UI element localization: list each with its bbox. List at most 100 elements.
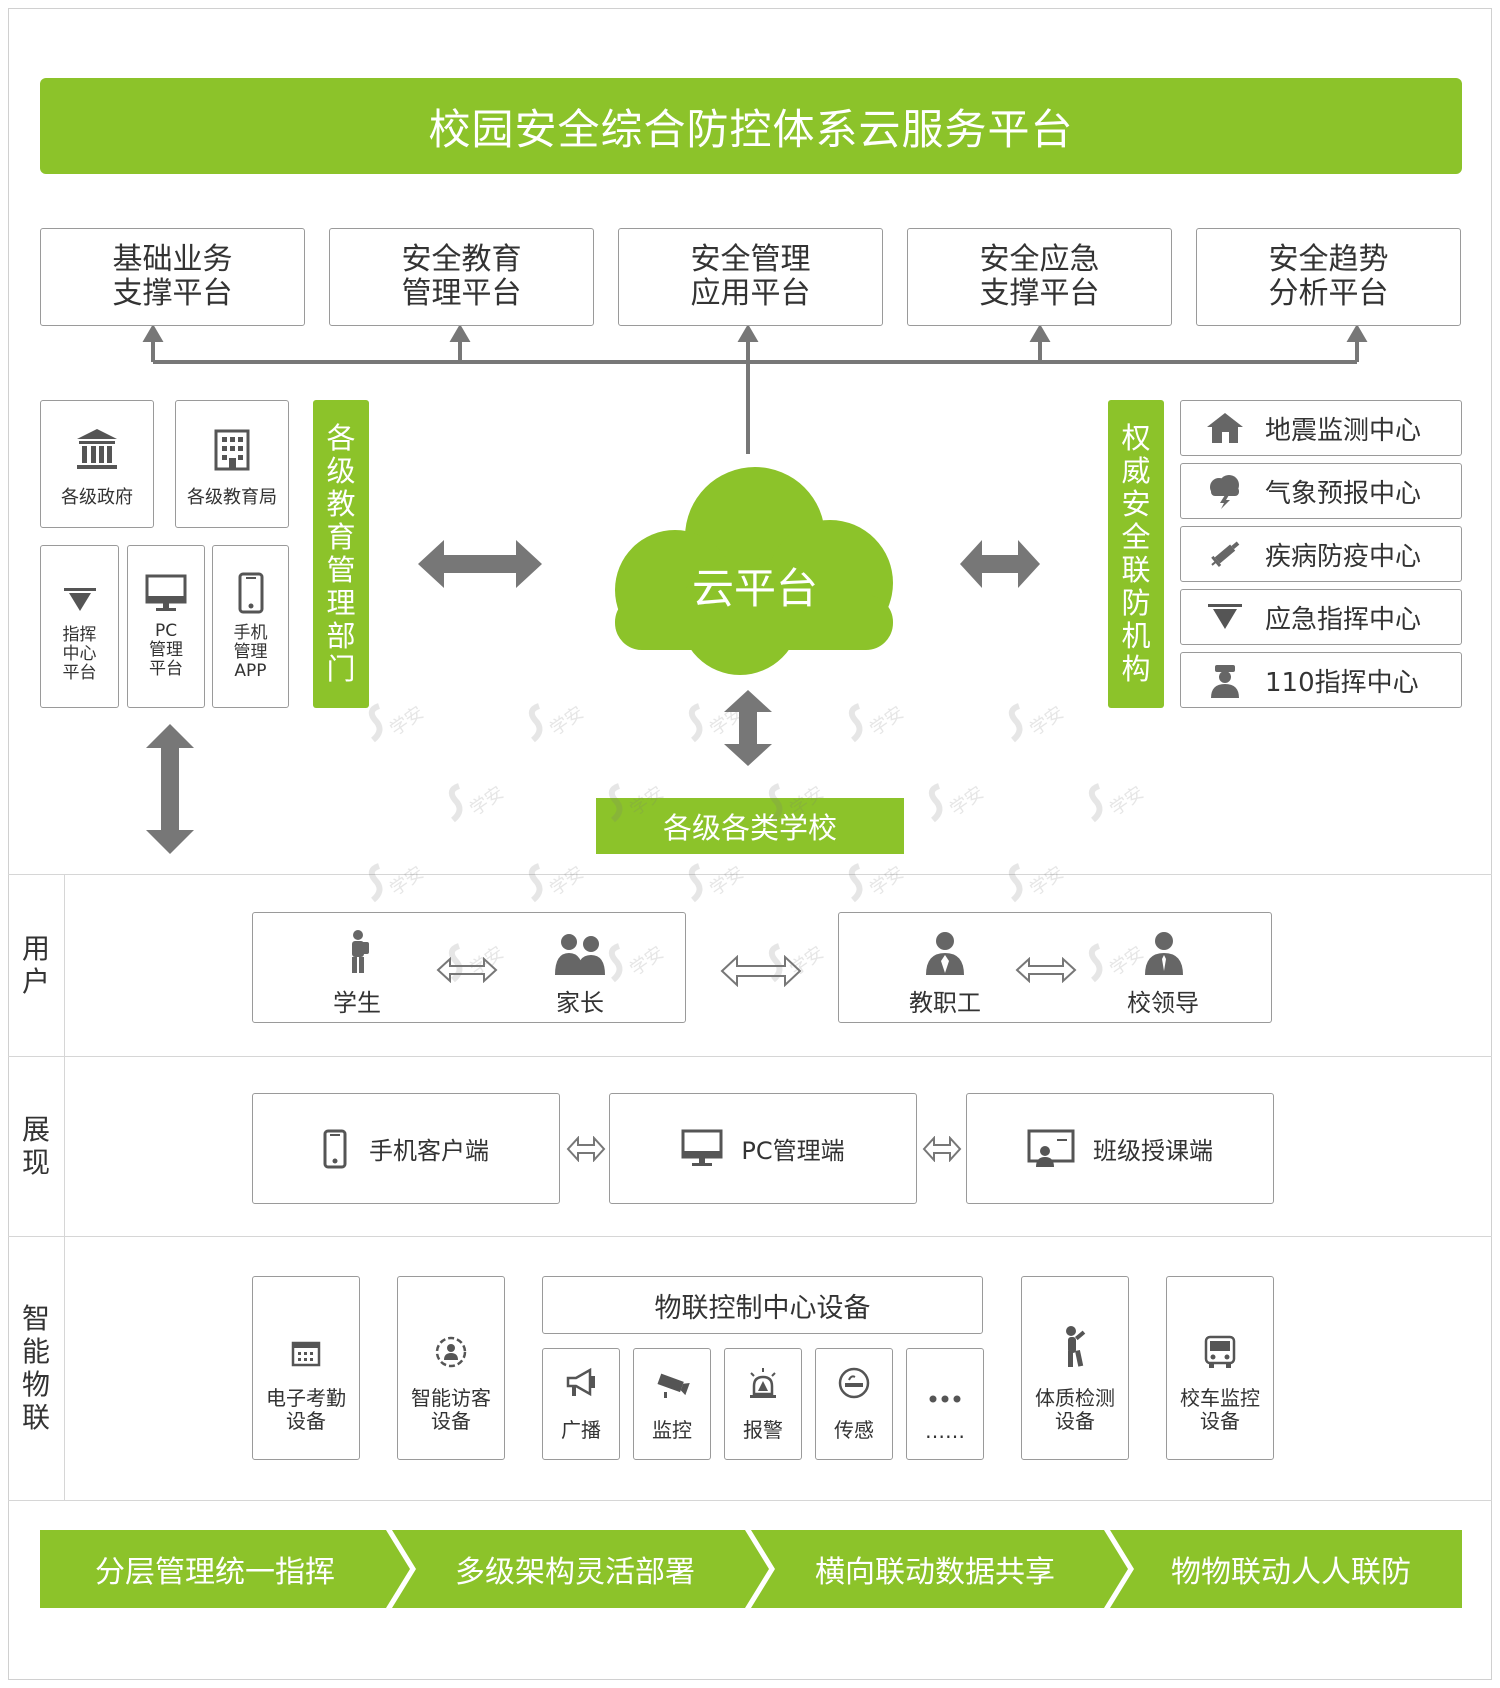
- camera-label: 监控: [652, 1418, 692, 1442]
- broadcast-label: 广播: [561, 1418, 601, 1442]
- agency-label: 110指挥中心: [1265, 667, 1419, 698]
- platform-line1: 安全趋势: [1268, 242, 1389, 277]
- bus-icon: [1202, 1335, 1238, 1369]
- double-arrow-outline: [922, 1136, 962, 1162]
- platform-line1: 安全应急: [979, 242, 1100, 277]
- platform-connector-lines: [142, 326, 1368, 454]
- side-divider: [64, 874, 65, 1500]
- vertical-char: 安: [1121, 487, 1151, 521]
- platform-line1: 安全教育: [401, 242, 522, 277]
- sensor-label: 传感: [834, 1418, 874, 1442]
- vertical-char: 级: [326, 454, 356, 488]
- layer-label-iot: 智 能 物 联: [8, 1236, 64, 1500]
- fitness-device-box: 体质检测 设备: [1021, 1276, 1129, 1460]
- edu-bureau-label: 各级教育局: [187, 487, 277, 508]
- double-arrow-outline: [436, 957, 498, 983]
- monitor-icon: [681, 1129, 723, 1169]
- student-icon: [341, 929, 373, 975]
- visitor-device-box: 智能访客 设备: [397, 1276, 505, 1460]
- vertical-char: 用: [21, 932, 50, 965]
- staff-label: 教职工: [909, 989, 981, 1017]
- pc-line: PC: [154, 621, 178, 641]
- classroom-client-box: 班级授课端: [966, 1093, 1274, 1204]
- platform-emergency: 安全应急 支撑平台: [907, 228, 1172, 326]
- cloud-shape: [615, 467, 893, 675]
- vertical-char: 展: [21, 1113, 50, 1146]
- vertical-char: 物: [21, 1368, 50, 1401]
- more-label: ……: [925, 1419, 965, 1443]
- mobile-label: 手机 管理 APP: [213, 624, 288, 681]
- visitor-label: 智能访客 设备: [411, 1387, 491, 1433]
- agency-label: 地震监测中心: [1265, 415, 1422, 446]
- bus-device-box: 校车监控 设备: [1166, 1276, 1274, 1460]
- camera-device: 监控: [633, 1348, 711, 1460]
- label-line: 电子考勤: [266, 1386, 346, 1410]
- edu-dept-label: 各 级 教 育 管 理 部 门: [313, 400, 369, 708]
- platform-line2: 应用平台: [690, 276, 811, 311]
- parent-label: 家长: [556, 989, 604, 1017]
- staff-leaders-box: 教职工 校领导: [838, 912, 1272, 1023]
- command-label: 指挥 中心 平台: [41, 626, 118, 683]
- command-line: 指挥: [62, 625, 97, 645]
- arrow-left-panel-users: [146, 724, 194, 854]
- funnel-icon: [1203, 597, 1247, 637]
- sensor-device: 传感: [815, 1348, 893, 1460]
- diagram-frame: [8, 8, 1492, 1680]
- cloud-label: 云平台: [691, 563, 818, 613]
- footer-item-2: 多级架构灵活部署: [455, 1555, 695, 1590]
- mobile-line: 手机: [233, 623, 268, 643]
- command-line: 平台: [62, 663, 97, 683]
- pc-label: PC 管理 平台: [128, 622, 204, 679]
- parents-icon: [553, 933, 607, 975]
- more-devices: ……: [906, 1348, 984, 1460]
- vertical-char: 育: [326, 520, 356, 554]
- vertical-char: 权: [1121, 421, 1151, 455]
- platform-line2: 管理平台: [401, 276, 522, 311]
- attendance-label: 电子考勤 设备: [266, 1387, 346, 1433]
- agencies-label: 权 威 安 全 联 防 机 构: [1108, 400, 1164, 708]
- footer-item-1: 分层管理统一指挥: [95, 1555, 335, 1590]
- vertical-char: 机: [1121, 619, 1151, 653]
- diagram-title: 校园安全综合防控体系云服务平台: [40, 78, 1462, 174]
- layer-divider: [8, 1056, 1492, 1057]
- student-label: 学生: [333, 989, 381, 1017]
- double-arrow-outline: [720, 955, 802, 987]
- fitness-icon: [1061, 1325, 1089, 1369]
- double-arrow-outline: [566, 1136, 606, 1162]
- vertical-char: 全: [1121, 520, 1151, 554]
- agency-earthquake: 地震监测中心: [1180, 400, 1462, 456]
- platform-education: 安全教育 管理平台: [329, 228, 594, 326]
- fitness-label: 体质检测 设备: [1035, 1387, 1115, 1433]
- pc-platform-box: PC 管理 平台: [127, 545, 205, 708]
- vertical-char: 智: [21, 1302, 50, 1335]
- agency-emergency: 应急指挥中心: [1180, 589, 1462, 645]
- leader-label: 校领导: [1127, 989, 1199, 1017]
- layer-divider: [8, 1500, 1492, 1501]
- platform-line2: 分析平台: [1268, 276, 1389, 311]
- house-icon: [1203, 408, 1247, 448]
- students-parents-box: 学生 家长: [252, 912, 686, 1023]
- layer-label-users: 用 户: [8, 874, 64, 1056]
- agency-label: 气象预报中心: [1265, 478, 1422, 509]
- gov-label: 各级政府: [61, 487, 133, 508]
- building-icon: [176, 427, 288, 471]
- layer-divider: [8, 1236, 1492, 1237]
- agency-disease: 疾病防疫中心: [1180, 526, 1462, 582]
- vertical-char: 各: [326, 421, 356, 455]
- classroom-client-label: 班级授课端: [1093, 1137, 1213, 1165]
- label-line: 设备: [431, 1409, 471, 1433]
- label-line: 设备: [286, 1409, 326, 1433]
- platform-line2: 支撑平台: [112, 276, 233, 311]
- arrow-dept-cloud: [418, 540, 542, 588]
- label-line: 设备: [1055, 1409, 1095, 1433]
- attendance-icon: [290, 1337, 322, 1369]
- sensor-icon: [837, 1366, 871, 1400]
- pc-line: 管理: [149, 640, 183, 660]
- schools-label: 各级各类学校: [596, 798, 904, 854]
- vertical-char: 户: [21, 965, 50, 998]
- pc-line: 平台: [149, 659, 183, 679]
- vertical-char: 部: [326, 619, 356, 653]
- alarm-label: 报警: [743, 1418, 783, 1442]
- gov-box: 各级政府: [40, 400, 154, 528]
- double-arrow-outline: [1015, 957, 1077, 983]
